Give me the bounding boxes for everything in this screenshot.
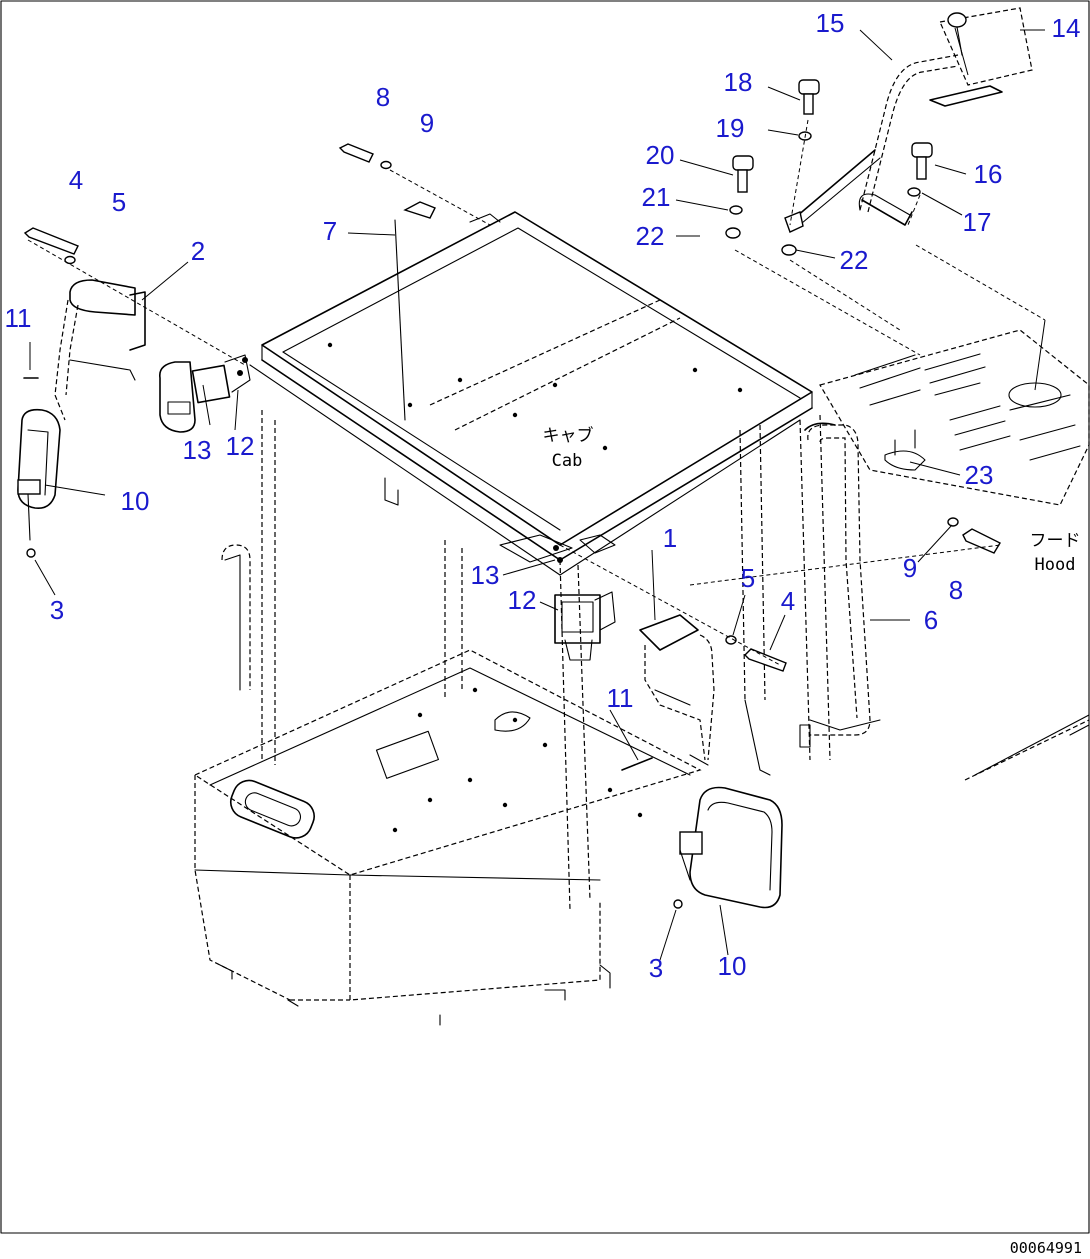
callout-3: 3 — [50, 595, 64, 625]
mirror-14 — [929, 7, 1033, 107]
callout-2: 2 — [191, 236, 205, 266]
label-cab-jp: キャブ — [543, 425, 594, 446]
callout-12: 12 — [226, 431, 255, 461]
leader-lines — [27, 27, 1046, 961]
callout-21: 21 — [642, 182, 671, 212]
callout-5: 5 — [741, 563, 755, 593]
callout-19: 19 — [716, 113, 745, 143]
callout-20: 20 — [646, 140, 675, 170]
callout-9: 9 — [903, 553, 917, 583]
callout-10: 10 — [121, 486, 150, 516]
hinge-right — [499, 534, 616, 661]
mirror-stay-15 — [784, 54, 959, 233]
callout-18: 18 — [724, 67, 753, 97]
mirror-stay-right — [804, 422, 871, 736]
callout-13: 13 — [183, 435, 212, 465]
mirror-10-left — [17, 408, 61, 558]
hinge-left — [158, 354, 251, 433]
hood — [819, 329, 1090, 781]
callout-4: 4 — [69, 165, 83, 195]
callout-12: 12 — [508, 585, 537, 615]
callout-14: 14 — [1052, 13, 1081, 43]
fasteners — [23, 79, 1001, 771]
callout-8: 8 — [949, 575, 963, 605]
callout-13: 13 — [471, 560, 500, 590]
callout-23: 23 — [965, 460, 994, 490]
callout-22: 22 — [636, 221, 665, 251]
bracket-1-right — [639, 614, 715, 766]
callout-8: 8 — [376, 82, 390, 112]
bracket-2-left — [54, 279, 146, 421]
callout-15: 15 — [816, 8, 845, 38]
callout-1: 1 — [663, 523, 677, 553]
callout-10: 10 — [718, 951, 747, 981]
label-hood-jp: フード — [1030, 531, 1081, 551]
callout-22: 22 — [840, 245, 869, 275]
callout-7: 7 — [323, 216, 337, 246]
callout-labels: 1 2 3 3 4 4 5 5 6 7 8 8 9 9 10 10 11 11 … — [5, 8, 1081, 983]
label-cab-en: Cab — [552, 451, 583, 471]
cab-roof — [249, 211, 813, 576]
callout-11: 11 — [607, 683, 634, 713]
callout-16: 16 — [974, 159, 1003, 189]
callout-9: 9 — [420, 108, 434, 138]
mirror-10-right — [673, 786, 783, 909]
drawing-number: 00064991 — [1010, 1239, 1082, 1257]
callout-4: 4 — [781, 586, 795, 616]
label-hood-en: Hood — [1035, 555, 1076, 575]
callout-11: 11 — [5, 303, 32, 333]
callout-6: 6 — [924, 605, 938, 635]
callout-17: 17 — [963, 207, 992, 237]
cab-body — [193, 410, 881, 1026]
callout-3: 3 — [649, 953, 663, 983]
callout-5: 5 — [112, 187, 126, 217]
